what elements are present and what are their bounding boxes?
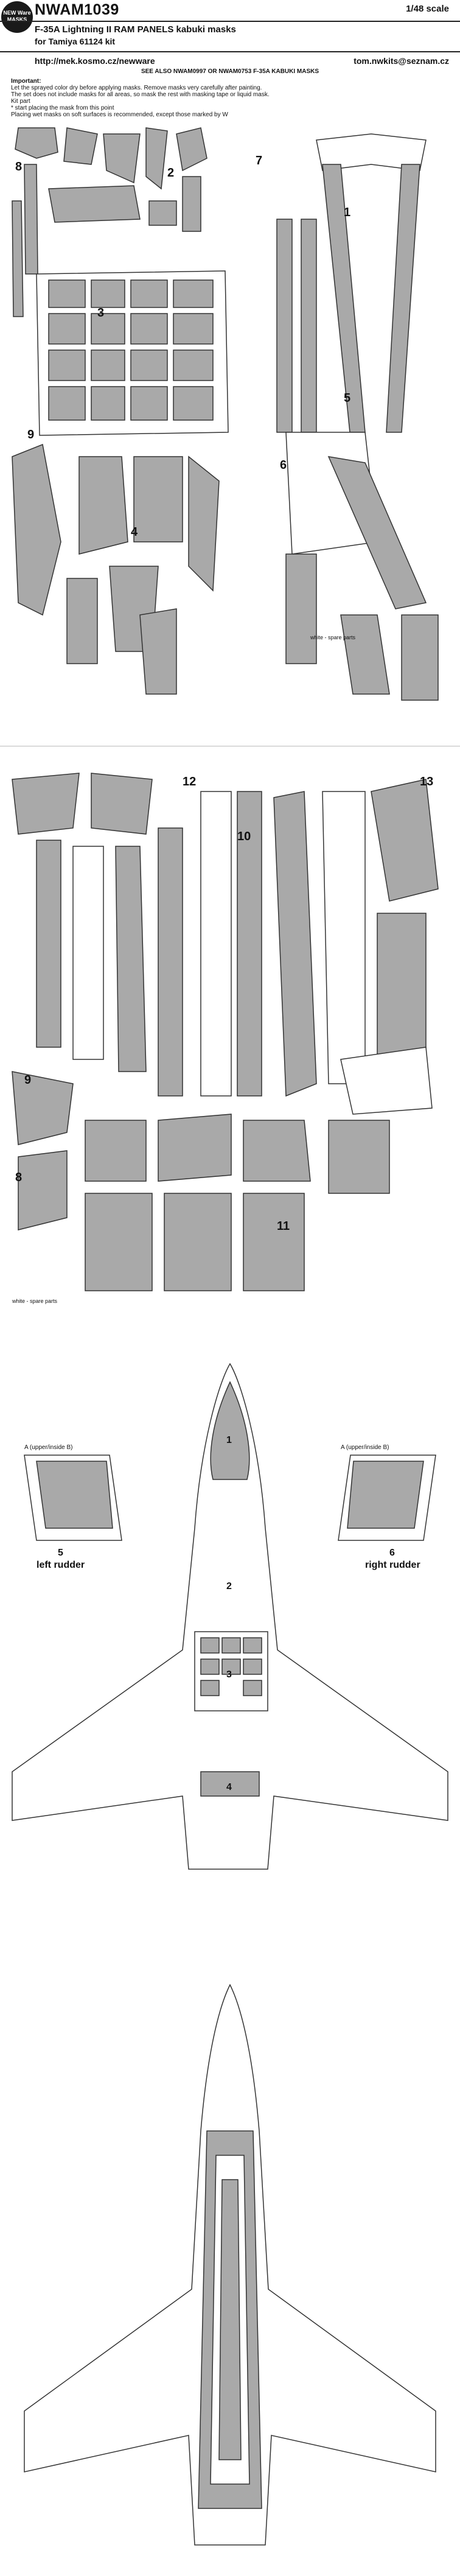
logo-bottom-text: MASKS [7, 16, 27, 23]
sheet1-number-8: 8 [15, 160, 22, 174]
instruction-line: Placing wet masks on soft surfaces is re… [11, 111, 228, 118]
sheet2-number-10: 10 [237, 830, 251, 843]
product-code: NWAM1039 [35, 1, 119, 18]
instruction-line: The set does not include masks for all a… [11, 91, 270, 98]
mask-sheet-1: 1 2 3 4 5 6 7 8 9 white - spare parts [12, 127, 439, 701]
sheet1-number-2: 2 [167, 166, 174, 180]
diagram-mask-3: 3 [226, 1669, 232, 1680]
sheet1-number-4: 4 [131, 525, 138, 539]
logo-top-text: NEW Ware [3, 10, 31, 16]
instruction-line: Let the sprayed color dry before applyin… [11, 85, 262, 91]
sheet1-number-7: 7 [256, 154, 262, 167]
sheet1-note: white - spare parts [310, 634, 356, 640]
diagram-mask-2: 2 [226, 1581, 232, 1592]
see-also-note: SEE ALSO NWAM0997 OR NWAM0753 F-35A KABU… [141, 68, 319, 75]
scale-label: 1/48 scale [406, 4, 449, 14]
left-rudder-number: 5 [58, 1548, 63, 1558]
product-title: F-35A Lightning II RAM PANELS kabuki mas… [35, 24, 236, 35]
mask-sheet-2: 12 13 10 9 8 11 white - spare parts [12, 773, 439, 1304]
contact-email[interactable]: tom.nwkits@seznam.cz [354, 56, 449, 66]
right-upper-label: A (upper/inside B) [341, 1444, 389, 1451]
sheet2-number-13: 13 [420, 775, 433, 788]
sheet2-number-11: 11 [277, 1220, 290, 1233]
right-rudder-number: 6 [389, 1548, 395, 1558]
sheet2-number-12: 12 [183, 775, 196, 788]
diagram-mask-1: 1 [226, 1435, 232, 1445]
sheet1-number-6: 6 [280, 458, 287, 472]
sheet1-number-3: 3 [97, 306, 104, 320]
instructions-heading: Important: [11, 78, 41, 85]
sheet1-number-9: 9 [27, 428, 34, 441]
aircraft-bottom-diagram [24, 1984, 436, 2546]
left-upper-label: A (upper/inside B) [24, 1444, 73, 1451]
diagram-mask-4: 4 [226, 1782, 232, 1792]
sheet1-number-1: 1 [344, 206, 350, 219]
sheet2-number-9: 9 [24, 1073, 31, 1087]
left-rudder-label: left rudder [37, 1560, 85, 1570]
kit-subtitle: for Tamiya 61124 kit [35, 37, 116, 46]
header-divider-2 [0, 51, 460, 52]
newware-logo: NEW Ware MASKS [1, 1, 33, 33]
sheet2-note: white - spare parts [12, 1298, 58, 1304]
sheet1-number-5: 5 [344, 391, 350, 405]
right-rudder-label: right rudder [365, 1560, 420, 1570]
header-divider [0, 21, 460, 22]
instruction-line: Kit part [11, 98, 30, 105]
instruction-line: * start placing the mask from this point [11, 105, 114, 111]
header: NEW Ware MASKS NWAM1039 1/48 scale F-35A… [0, 0, 460, 118]
sheet2-number-8: 8 [15, 1171, 22, 1184]
instructions: Important: Let the sprayed color dry bef… [11, 78, 431, 118]
website-link[interactable]: http://mek.kosmo.cz/newware [35, 56, 155, 66]
aircraft-top-diagram: A (upper/inside B) A (upper/inside B) 5 … [12, 1363, 448, 1870]
